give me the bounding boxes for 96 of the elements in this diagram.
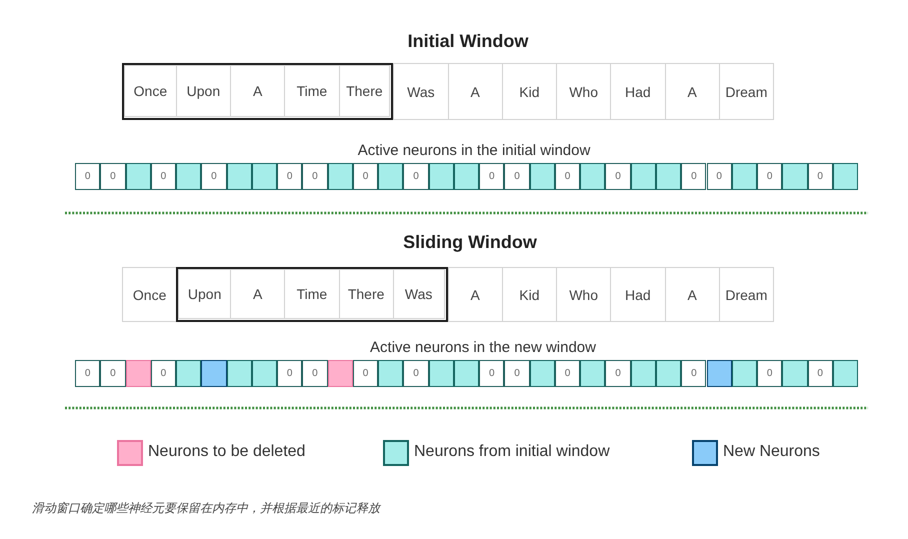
neuron-cell [782, 163, 808, 190]
neuron-cell: 0 [277, 163, 302, 190]
token-cell: Time [284, 65, 340, 117]
neuron-cell: 0 [150, 163, 176, 190]
neuron-cell [706, 360, 732, 387]
neuron-cell [832, 360, 858, 387]
neuron-cell: 0 [808, 163, 833, 190]
figure-caption: 滑动窗口确定哪些神经元要保留在内存中，并根据最近的标记释放 [32, 500, 380, 517]
neuron-cell: 0 [302, 360, 328, 387]
neuron-cell [428, 163, 454, 190]
neuron-cell [378, 163, 404, 190]
neuron-cell [454, 163, 480, 190]
neuron-cell [454, 360, 480, 387]
neuron-cell [530, 360, 555, 387]
neuron-cell [782, 360, 808, 387]
neuron-cell: 0 [201, 163, 227, 190]
neuron-cell: 0 [554, 360, 580, 387]
neuron-cell [378, 360, 404, 387]
token-cell: A [448, 63, 503, 120]
neuron-cell: 0 [554, 163, 580, 190]
neuron-cell [832, 163, 858, 190]
neuron-cell [176, 360, 202, 387]
neuron-cell: 0 [605, 163, 631, 190]
token-cell: Who [556, 267, 612, 322]
token-cell: Upon [178, 269, 231, 319]
row-heading: Active neurons in the initial window [358, 142, 590, 159]
neuron-cell [732, 360, 757, 387]
neuron-cell: 0 [681, 163, 706, 190]
token-cell: A [664, 267, 720, 322]
neuron-cell [252, 163, 278, 190]
neuron-cell [226, 360, 252, 387]
token-cell: Was [393, 63, 448, 120]
neuron-cell [732, 163, 757, 190]
token-cell: A [448, 267, 503, 322]
neuron-cell: 0 [352, 163, 378, 190]
neuron-cell: 0 [504, 163, 530, 190]
neuron-cell [252, 360, 278, 387]
neuron-cell: 0 [150, 360, 176, 387]
neuron-cell: 0 [277, 360, 302, 387]
legend-label: New Neurons [723, 443, 820, 461]
neuron-cell [328, 360, 353, 387]
token-cell: A [230, 65, 286, 117]
neuron-cell: 0 [757, 163, 782, 190]
token-cell: Dream [718, 63, 774, 120]
token-cell: Kid [502, 63, 557, 120]
neuron-cell: 0 [504, 360, 530, 387]
token-cell: Was [392, 269, 444, 319]
token-cell: Dream [718, 267, 774, 322]
neuron-cell: 0 [706, 163, 732, 190]
neuron-cell [580, 360, 606, 387]
window-frame [122, 63, 394, 120]
neuron-cell: 0 [479, 163, 504, 190]
neuron-cell [328, 163, 353, 190]
window-frame [176, 267, 448, 322]
neuron-cell: 0 [100, 163, 126, 190]
section-title: Initial Window [408, 31, 528, 52]
token-cell: Once [124, 65, 177, 117]
neuron-cell: 0 [403, 360, 429, 387]
neuron-cell [226, 163, 252, 190]
legend-label: Neurons to be deleted [148, 443, 306, 461]
neuron-cell: 0 [100, 360, 126, 387]
neuron-cell: 0 [757, 360, 782, 387]
neuron-cell: 0 [403, 163, 429, 190]
token-cell: There [338, 269, 394, 319]
token-cell: A [230, 269, 286, 319]
neuron-cell: 0 [352, 360, 378, 387]
token-cell: There [338, 65, 390, 117]
neuron-cell [580, 163, 606, 190]
token-cell: Who [556, 63, 612, 120]
row-heading: Active neurons in the new window [370, 339, 596, 356]
token-cell: Upon [176, 65, 231, 117]
neuron-cell [126, 360, 151, 387]
neuron-cell [530, 163, 555, 190]
section-title: Sliding Window [403, 232, 537, 253]
neuron-cell: 0 [479, 360, 504, 387]
neuron-cell [201, 360, 227, 387]
neuron-cell: 0 [302, 163, 328, 190]
neuron-cell [656, 163, 682, 190]
token-cell: Time [284, 269, 340, 319]
neuron-cell [656, 360, 682, 387]
token-cell: Kid [502, 267, 557, 322]
neuron-cell [428, 360, 454, 387]
token-cell: A [664, 63, 720, 120]
token-cell: Had [610, 63, 666, 120]
neuron-cell [176, 163, 202, 190]
legend-label: Neurons from initial window [414, 443, 610, 461]
neuron-cell: 0 [605, 360, 631, 387]
neuron-cell: 0 [681, 360, 706, 387]
neuron-cell [630, 163, 656, 190]
token-cell: Once [122, 267, 178, 322]
token-cell: Had [610, 267, 666, 322]
neuron-cell [126, 163, 151, 190]
neuron-cell: 0 [808, 360, 833, 387]
neuron-cell: 0 [75, 360, 100, 387]
neuron-cell [630, 360, 656, 387]
neuron-cell: 0 [75, 163, 100, 190]
